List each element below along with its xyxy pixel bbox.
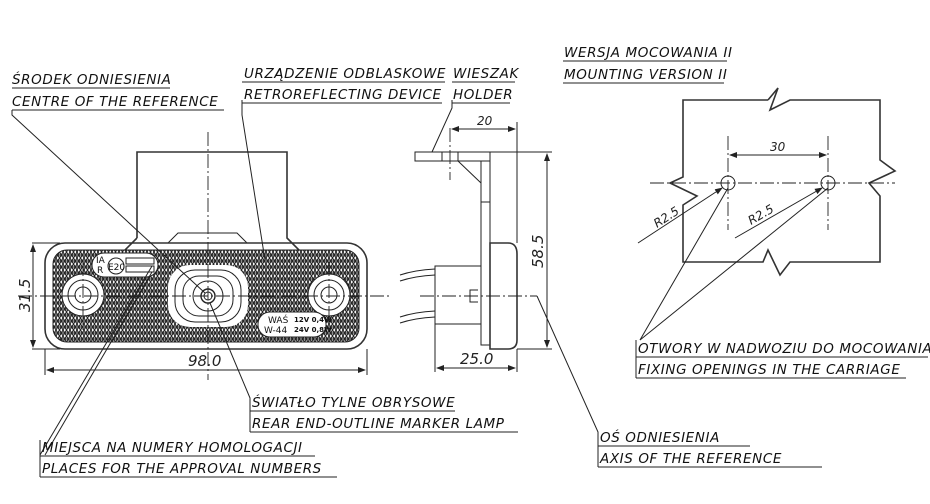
mount-step xyxy=(167,232,248,244)
dim-width-front: 98.0 xyxy=(188,352,221,370)
maker-badge: WAŚ W-44 12V 0,4W 24V 0,8W xyxy=(257,311,332,338)
class-ia-text: IA xyxy=(96,256,106,266)
leader-axis xyxy=(536,295,599,437)
label-lamp-en: REAR END-OUTLINE MARKER LAMP xyxy=(252,416,505,432)
callout-center-reference: ŚRODEK ODNIESIENIA CENTRE OF THE REFEREN… xyxy=(12,70,224,111)
label-retro-pl: URZĄDZENIE ODBLASKOWE xyxy=(244,66,446,82)
radius-leader-left xyxy=(637,187,723,244)
leader-lamp xyxy=(209,302,251,402)
leader-retroreflector xyxy=(241,100,266,261)
holder-arm xyxy=(480,152,491,346)
dim-height-front: 31.5 xyxy=(16,279,34,312)
mount-body xyxy=(136,151,321,272)
socket xyxy=(434,265,482,325)
label-holder-en: HOLDER xyxy=(453,87,513,103)
dim-holder-offset: 20 xyxy=(477,114,493,128)
approval-badge: IA R E20 xyxy=(91,252,159,278)
label-axis-en: AXIS OF THE REFERENCE xyxy=(599,451,782,467)
wire xyxy=(399,310,436,318)
leader-approval xyxy=(44,271,153,456)
holder-gusset xyxy=(457,160,482,184)
leader-line xyxy=(639,187,829,341)
label-openings-pl: OTWORY W NADWOZIU DO MOCOWANIA xyxy=(638,341,930,357)
label-approval-en: PLACES FOR THE APPROVAL NUMBERS xyxy=(42,461,322,477)
label-approval-pl: MIEJSCA NA NUMERY HOMOLOGACJI xyxy=(42,440,303,456)
label-openings-en: FIXING OPENINGS IN THE CARRIAGE xyxy=(638,362,900,378)
callout-axis-reference: OŚ ODNIESIENIA AXIS OF THE REFERENCE xyxy=(597,428,822,468)
leader-lines xyxy=(11,100,599,456)
callout-fixing-openings: OTWORY W NADWOZIU DO MOCOWANIA FIXING OP… xyxy=(635,340,930,379)
maker-text: WAŚ xyxy=(268,314,289,326)
mounting-panel-outline xyxy=(668,87,897,277)
label-axis-pl: OŚ ODNIESIENIA xyxy=(600,428,720,446)
side-lens-body xyxy=(489,242,518,350)
label-version-en: MOUNTING VERSION II xyxy=(564,67,727,83)
label-version-pl: WERSJA MOCOWANIA II xyxy=(564,45,733,61)
leader-center-ref xyxy=(11,110,206,294)
label-holder-pl: WIESZAK xyxy=(453,66,520,82)
callout-retroreflector: URZĄDZENIE ODBLASKOWE RETROREFLECTING DE… xyxy=(242,66,446,104)
holder-plate xyxy=(414,151,491,162)
rating-12v-text: 12V 0,4W xyxy=(294,316,332,324)
wire xyxy=(399,316,436,324)
callout-mounting-version: WERSJA MOCOWANIA II MOUNTING VERSION II xyxy=(563,45,733,84)
dim-depth-side: 25.0 xyxy=(460,350,493,368)
callout-approval-numbers: MIEJSCA NA NUMERY HOMOLOGACJI PLACES FOR… xyxy=(39,440,337,478)
class-r-text: R xyxy=(97,266,103,276)
side-view: 20 58.5 25.0 xyxy=(399,114,552,372)
mounting-detail: 30 R2.5 R2.5 xyxy=(637,87,897,341)
leader-holder xyxy=(431,100,453,153)
dim-radius-right: R2.5 xyxy=(746,202,777,228)
label-retro-en: RETROREFLECTING DEVICE xyxy=(244,87,442,103)
leader-approval xyxy=(39,265,153,456)
leader-line xyxy=(639,187,729,341)
model-text: W-44 xyxy=(264,326,288,336)
rating-24v-text: 24V 0,8W xyxy=(294,326,332,334)
label-center-ref-pl: ŚRODEK ODNIESIENIA xyxy=(12,70,171,88)
label-lamp-pl: ŚWIATŁO TYLNE OBRYSOWE xyxy=(252,393,455,411)
dim-hole-spacing: 30 xyxy=(770,140,786,154)
callout-holder: WIESZAK HOLDER xyxy=(452,66,520,104)
label-center-ref-en: CENTRE OF THE REFERENCE xyxy=(12,94,218,110)
approval-mark-text: E20 xyxy=(108,263,125,273)
dim-height-side: 58.5 xyxy=(529,235,547,268)
callout-marker-lamp: ŚWIATŁO TYLNE OBRYSOWE REAR END-OUTLINE … xyxy=(249,393,518,433)
front-view: IA R E20 WAŚ W-44 12V 0,4W 24V 0,8W 31.5… xyxy=(16,132,390,380)
radius-leader-right xyxy=(734,187,823,239)
wire xyxy=(399,268,436,276)
wire xyxy=(399,274,436,282)
dim-radius-left: R2.5 xyxy=(651,204,682,231)
